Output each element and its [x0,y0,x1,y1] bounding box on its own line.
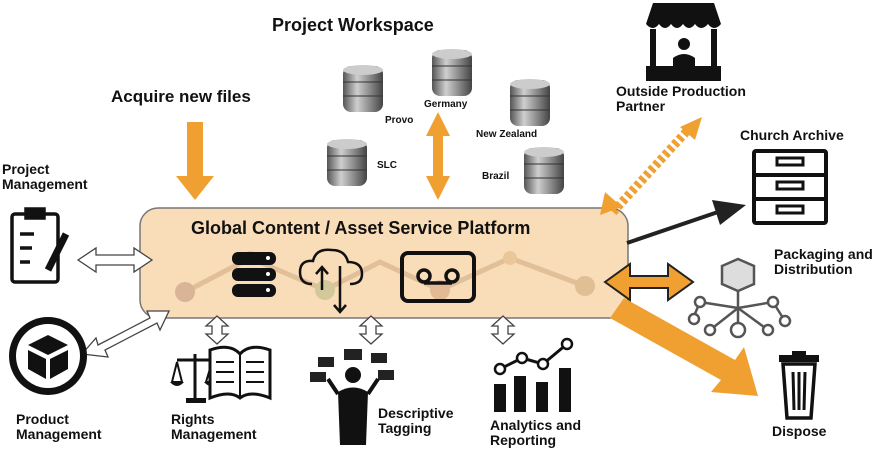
tape-reel-icon [400,251,476,303]
package-network-icon [687,257,792,339]
descriptive-tagging-label: Descriptive Tagging [378,405,454,437]
archive-arrow [626,200,746,245]
law-book-icon [170,345,272,403]
workspace-title: Project Workspace [272,15,434,35]
product-mgmt-arrow [80,310,171,358]
dispose-arrow [610,298,758,396]
analytics-chart-icon [493,337,574,412]
server-stack-icon [327,49,564,194]
clipboard-icon [10,207,70,284]
tagging-arrow [358,315,384,345]
market-stall-icon [646,3,721,81]
project-mgmt-arrow [76,246,154,274]
white-arrows [76,246,516,358]
site-label-provo: Provo [385,115,414,126]
file-cabinet-icon [752,149,828,225]
workspace-arrow [426,112,450,200]
acquire-label: Acquire new files [111,87,251,106]
acquire-arrow [176,122,214,200]
database-icon [232,252,276,297]
outside-partner-label: Outside Production Partner [616,83,746,115]
site-label-brazil: Brazil [482,171,510,182]
packaging-label: Packaging and Distribution [774,246,873,278]
cloud-transfer-icon [298,248,364,314]
platform-title: Global Content / Asset Service Platform [191,218,531,238]
church-archive-label: Church Archive [740,127,844,143]
site-label-new-zealand: New Zealand [476,129,538,140]
tagging-person-icon [310,349,394,445]
cube-icon [9,317,87,395]
site-label-germany: Germany [424,99,468,110]
rights-arrow [204,315,230,345]
analytics-reporting-label: Analytics and Reporting [490,417,582,449]
analytics-arrow [490,315,516,345]
site-label-slc: SLC [377,160,397,171]
rights-management-label: Rights Management [171,411,257,443]
packaging-arrow [603,262,695,302]
partner-dashed-arrow [600,117,702,216]
dispose-label: Dispose [772,423,827,439]
product-management-label: Product Management [16,411,102,443]
project-management-label: Project Management [2,161,88,193]
trash-bin-icon [779,351,819,420]
